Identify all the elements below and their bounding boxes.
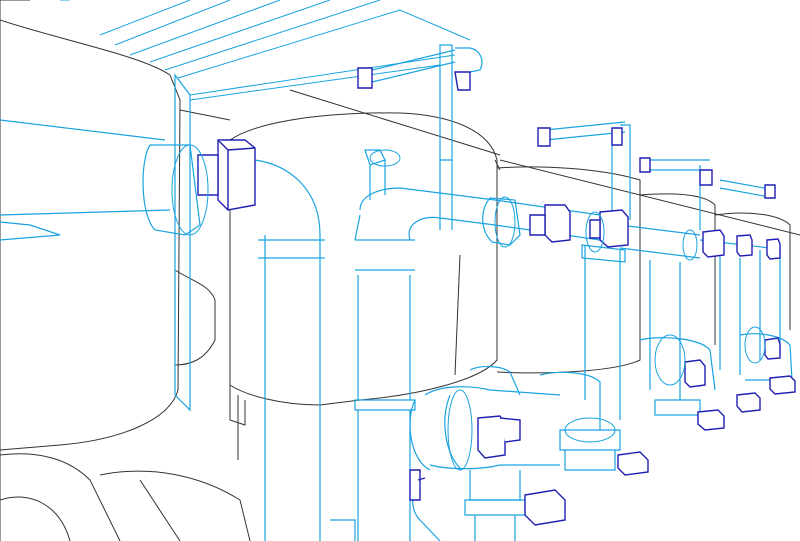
pipe-flanges	[171, 144, 766, 471]
tank-4	[639, 193, 716, 345]
tank-5	[714, 212, 791, 330]
valve-3	[589, 209, 629, 248]
valve-9	[764, 337, 781, 360]
tank-2	[229, 112, 498, 406]
valve-2	[529, 204, 571, 243]
valve-8	[684, 359, 706, 388]
pipework	[0, 44, 795, 541]
valve-12	[409, 157, 776, 501]
valve-4	[702, 229, 725, 258]
valve-1	[197, 139, 256, 211]
valve-5	[736, 234, 753, 257]
tank-1	[0, 19, 181, 451]
actuated-valves	[197, 67, 796, 526]
tank-3	[496, 166, 641, 374]
valve-6	[766, 238, 781, 260]
valve-10	[524, 375, 796, 526]
ceiling-structure	[60, 0, 471, 101]
valve-7	[477, 415, 521, 459]
valve-11	[357, 67, 623, 147]
